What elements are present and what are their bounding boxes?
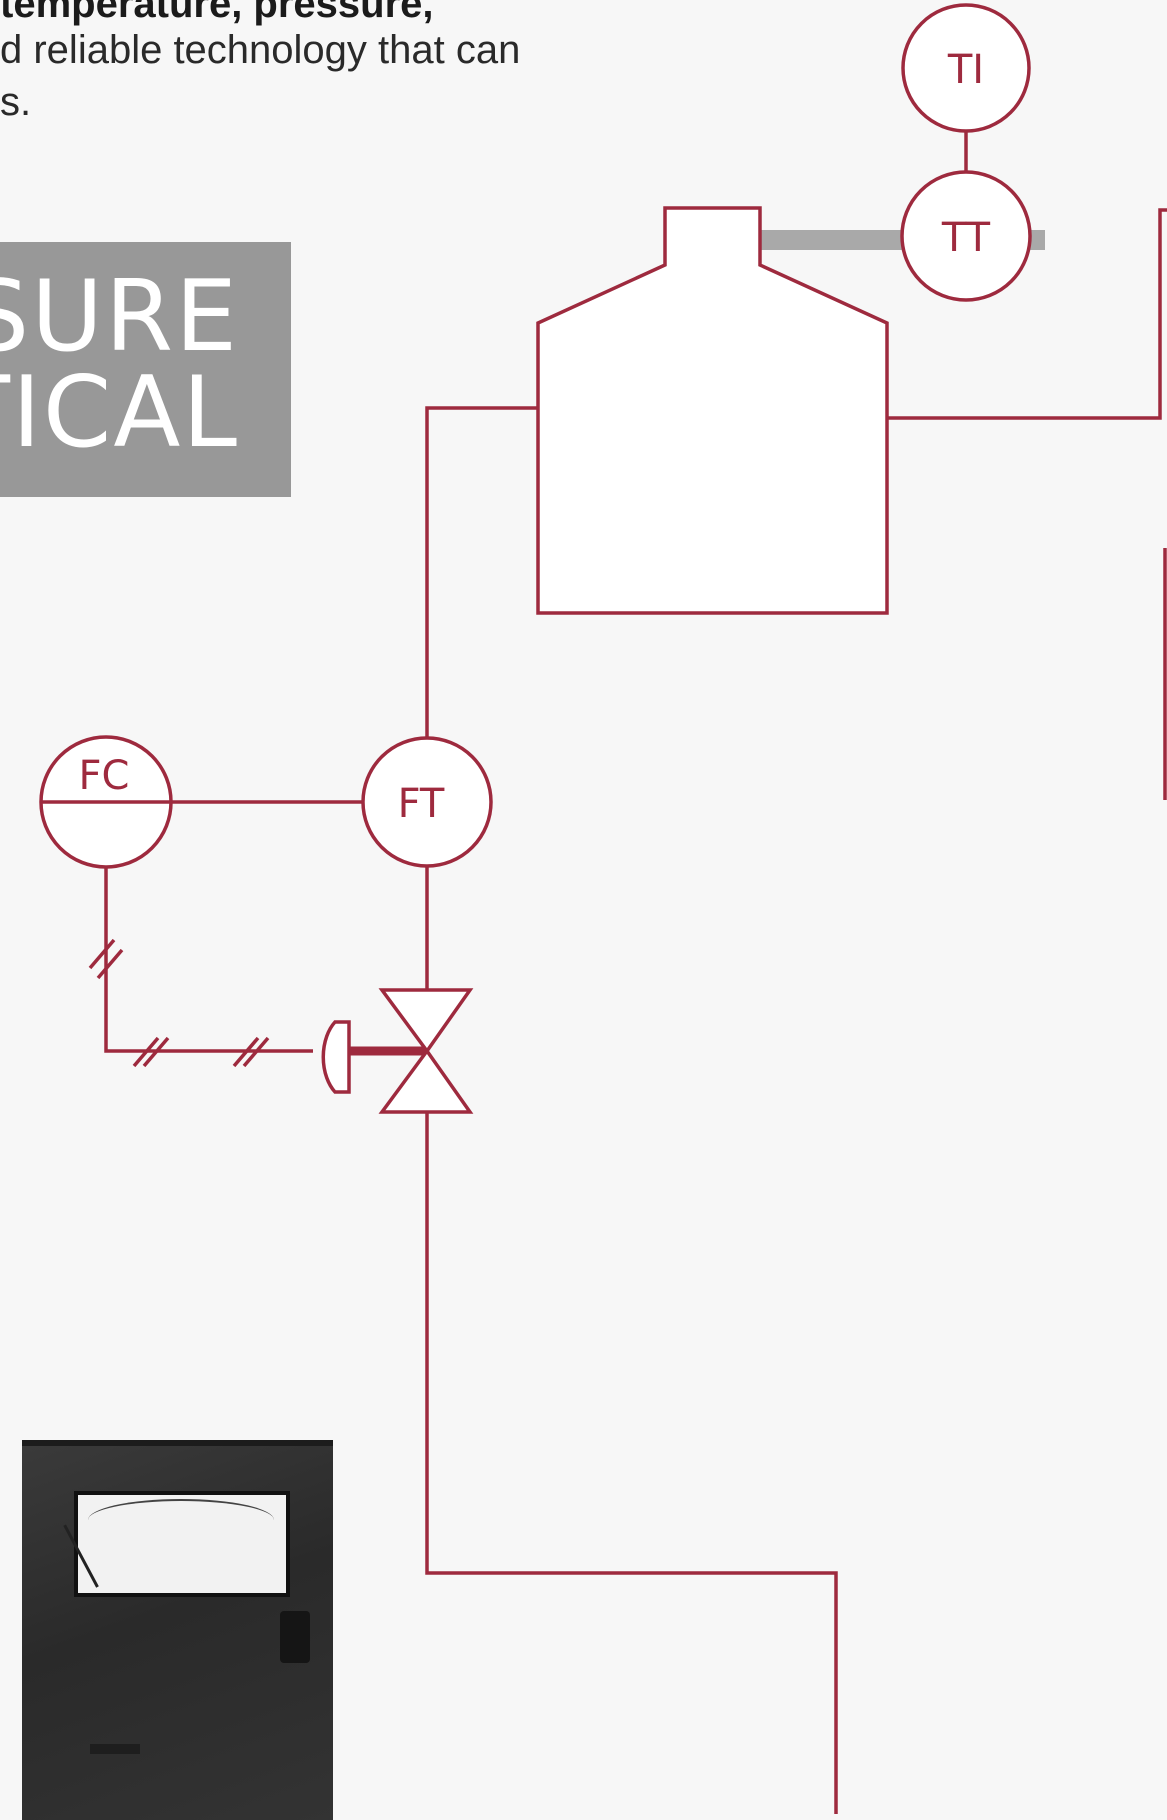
tag-tt: TT <box>941 215 991 261</box>
signal-hash-marks <box>88 938 270 1068</box>
ti-bubble <box>901 3 1031 133</box>
intro-text: d reliable technology that can <box>0 28 521 72</box>
pipe-valve-to-bottom <box>425 1112 838 1814</box>
meter-slot <box>90 1744 140 1754</box>
meter-gauge-face <box>63 1491 290 1597</box>
pipe-tank-to-ft <box>425 406 538 738</box>
section-banner: SURE TICAL <box>0 242 291 497</box>
pipe-tank-right <box>887 208 1167 420</box>
meter-knob <box>280 1611 310 1663</box>
intro-text-end: s. <box>0 80 32 124</box>
meter-scale <box>88 1499 274 1541</box>
banner-line-2: TICAL <box>0 356 239 470</box>
intro-text-bold: temperature, pressure, <box>0 0 434 26</box>
signal-fc-to-actuator <box>104 867 313 1053</box>
vessel <box>536 206 889 615</box>
panel-meter-photo <box>22 1440 333 1820</box>
control-valve <box>378 988 474 1114</box>
tag-ft: FT <box>398 781 445 827</box>
tag-ti: TI <box>947 47 984 93</box>
tt-bubble <box>900 170 1032 302</box>
valve-actuator <box>321 1020 351 1094</box>
tag-fc: FC <box>79 753 130 799</box>
ft-bubble <box>361 736 493 868</box>
banner-line-1: SURE <box>0 260 239 374</box>
